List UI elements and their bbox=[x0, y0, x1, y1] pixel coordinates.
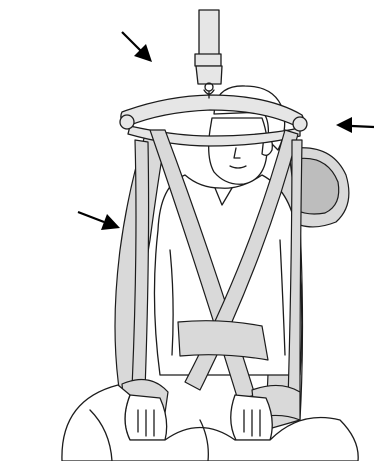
patient-legs bbox=[62, 385, 358, 461]
hoist-mast bbox=[195, 10, 222, 94]
arrow-top-left bbox=[122, 32, 152, 62]
arrow-left bbox=[78, 212, 120, 230]
arrow-right bbox=[336, 117, 374, 133]
